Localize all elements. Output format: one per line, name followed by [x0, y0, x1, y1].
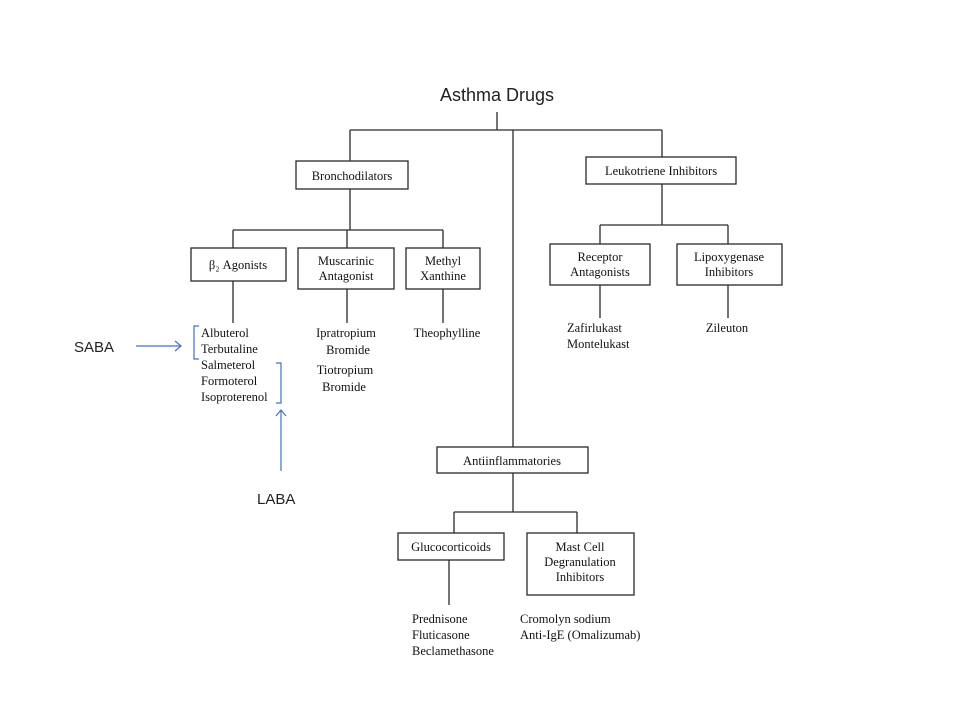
- drug-isoproterenol: Isoproterenol: [201, 390, 268, 404]
- bronchodilators-label: Bronchodilators: [312, 169, 393, 183]
- drug-beclamethasone: Beclamethasone: [412, 644, 494, 658]
- methyl-label-line1: Methyl: [425, 254, 462, 268]
- drug-tiotropium: Tiotropium: [317, 363, 374, 377]
- drug-formoterol: Formoterol: [201, 374, 258, 388]
- lipoxygenase-label-line2: Inhibitors: [705, 265, 754, 279]
- category-mast-cell-inhibitors: Mast Cell Degranulation Inhibitors: [526, 532, 635, 596]
- category-receptor-antagonists: Receptor Antagonists: [549, 243, 651, 286]
- drug-salmeterol: Salmeterol: [201, 358, 256, 372]
- category-bronchodilators: Bronchodilators: [295, 160, 409, 190]
- saba-annotation: SABA: [74, 325, 199, 360]
- muscarinic-label-line1: Muscarinic: [318, 254, 375, 268]
- saba-bracket: [193, 325, 199, 360]
- lipoxygenase-label-line1: Lipoxygenase: [694, 250, 765, 264]
- drug-list-mastcell: Cromolyn sodium Anti-IgE (Omalizumab): [520, 612, 640, 642]
- receptor-label-line2: Antagonists: [570, 265, 630, 279]
- glucocorticoids-label: Glucocorticoids: [411, 540, 491, 554]
- laba-label: LABA: [257, 491, 295, 508]
- category-antiinflammatories: Antiinflammatories: [436, 446, 589, 474]
- methyl-label-line2: Xanthine: [420, 269, 466, 283]
- drug-cromolyn-sodium: Cromolyn sodium: [520, 612, 611, 626]
- drug-prednisone: Prednisone: [412, 612, 468, 626]
- mastcell-label-line2: Degranulation: [544, 555, 616, 569]
- drug-tiotropium-bromide: Bromide: [322, 380, 366, 394]
- drug-montelukast: Montelukast: [567, 337, 630, 351]
- category-beta2-agonists: β₂ Agonists: [190, 247, 287, 282]
- antiinflammatories-label: Antiinflammatories: [463, 454, 561, 468]
- leukotriene-inhibitors-label: Leukotriene Inhibitors: [605, 164, 717, 178]
- mastcell-label-line1: Mast Cell: [556, 540, 605, 554]
- drug-anti-ige: Anti-IgE (Omalizumab): [520, 628, 640, 642]
- category-leukotriene-inhibitors: Leukotriene Inhibitors: [585, 156, 737, 185]
- drug-list-muscarinic: Ipratropium Bromide Tiotropium Bromide: [316, 326, 376, 394]
- tree-connectors: [232, 112, 729, 605]
- muscarinic-label-line2: Antagonist: [319, 269, 374, 283]
- diagram-title: Asthma Drugs: [440, 85, 554, 105]
- category-glucocorticoids: Glucocorticoids: [397, 532, 505, 561]
- laba-annotation: LABA: [257, 362, 295, 508]
- drug-zileuton: Zileuton: [706, 321, 749, 335]
- mastcell-label-line3: Inhibitors: [556, 570, 605, 584]
- category-muscarinic-antagonist: Muscarinic Antagonist: [297, 247, 395, 290]
- category-methyl-xanthine: Methyl Xanthine: [405, 247, 481, 290]
- drug-list-lipoxygenase: Zileuton: [706, 321, 749, 335]
- drug-list-methyl: Theophylline: [414, 326, 481, 340]
- drug-list-beta2: Albuterol Terbutaline Salmeterol Formote…: [201, 326, 268, 404]
- saba-label: SABA: [74, 339, 114, 356]
- drug-albuterol: Albuterol: [201, 326, 249, 340]
- drug-theophylline: Theophylline: [414, 326, 481, 340]
- receptor-label-line1: Receptor: [577, 250, 623, 264]
- beta2-agonists-label: β₂ Agonists: [209, 258, 267, 272]
- drug-list-receptor: Zafirlukast Montelukast: [567, 321, 630, 351]
- drug-list-glucocorticoids: Prednisone Fluticasone Beclamethasone: [412, 612, 494, 658]
- drug-ipratropium-bromide: Bromide: [326, 343, 370, 357]
- drug-fluticasone: Fluticasone: [412, 628, 470, 642]
- drug-terbutaline: Terbutaline: [201, 342, 258, 356]
- drug-zafirlukast: Zafirlukast: [567, 321, 622, 335]
- category-lipoxygenase-inhibitors: Lipoxygenase Inhibitors: [676, 243, 783, 286]
- drug-ipratropium: Ipratropium: [316, 326, 376, 340]
- laba-bracket: [276, 362, 282, 404]
